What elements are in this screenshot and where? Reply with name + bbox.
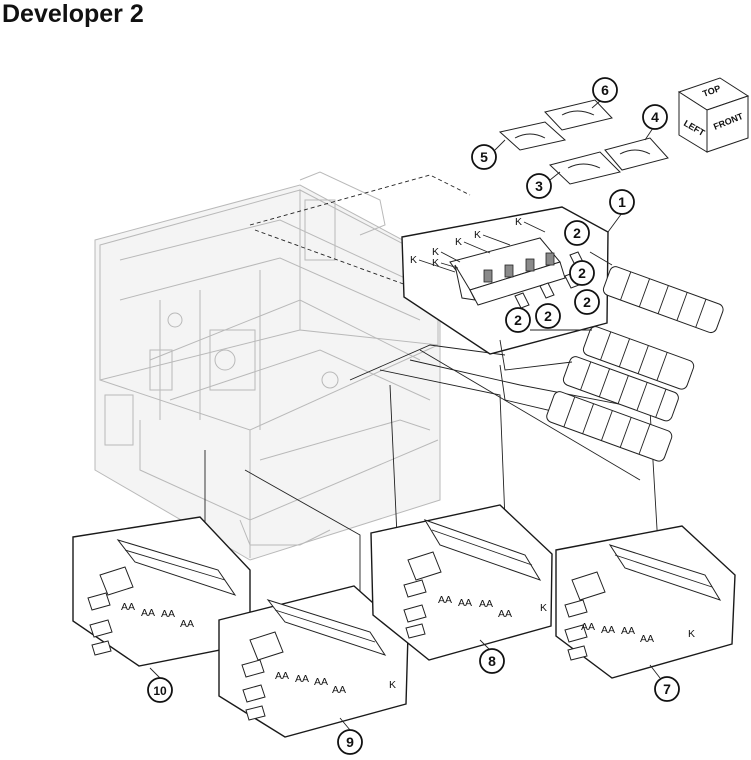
label-k-6: K — [410, 254, 417, 266]
callout-7: 7 — [663, 681, 671, 697]
callouts: 1 2 2 2 2 2 3 4 5 6 7 8 9 10 — [147, 77, 680, 755]
panel9-k: K — [389, 679, 396, 691]
callout-circle-2a — [564, 220, 590, 246]
callout-2e: 2 — [514, 312, 522, 328]
panel8-k: K — [540, 602, 547, 614]
callout-circle-3 — [526, 173, 552, 199]
callout-6: 6 — [601, 82, 609, 98]
transfer-panel-8: AA AA AA AA K — [370, 504, 553, 661]
panel10-aa-1: AA — [121, 601, 135, 613]
printer-frame-ghost — [94, 171, 441, 561]
callout-4: 4 — [651, 109, 659, 125]
panel7-aa-4: AA — [640, 633, 654, 645]
panel7-aa-2: AA — [601, 624, 615, 636]
panel10-aa-2: AA — [141, 607, 155, 619]
callout-2b: 2 — [578, 265, 586, 281]
panel8-aa-3: AA — [479, 598, 493, 610]
developer-seal-bags — [498, 99, 669, 185]
callout-circle-9 — [337, 729, 363, 755]
callout-9: 9 — [346, 734, 354, 750]
label-k-1: K — [515, 216, 522, 228]
toner-cartridges — [499, 251, 724, 462]
callout-circle-8 — [479, 648, 505, 674]
panel8-aa-4: AA — [498, 608, 512, 620]
callout-2d: 2 — [544, 308, 552, 324]
developer-units — [449, 237, 585, 309]
panel10-aa-4: AA — [180, 618, 194, 630]
callout-1: 1 — [618, 194, 626, 210]
panel8-aa-1: AA — [438, 594, 452, 606]
callout-circle-10 — [147, 677, 173, 703]
panel7-aa-1: AA — [581, 621, 595, 633]
callout-circle-1 — [609, 189, 635, 215]
callout-3: 3 — [535, 178, 543, 194]
panel9-aa-2: AA — [295, 673, 309, 685]
callout-circle-2d — [535, 303, 561, 329]
label-k-2: K — [474, 229, 481, 241]
callout-circle-2b — [569, 260, 595, 286]
transfer-panel-10: AA AA AA AA K — [72, 516, 251, 667]
panel7-aa-3: AA — [621, 625, 635, 637]
callout-circle-6 — [592, 77, 618, 103]
transfer-panel-7: AA AA AA AA K — [555, 525, 736, 679]
callout-circle-5 — [471, 144, 497, 170]
label-k-4: K — [432, 246, 439, 258]
callout-circle-2c — [574, 289, 600, 315]
callout-10: 10 — [153, 684, 167, 698]
transfer-panel-9: AA AA AA AA K — [218, 585, 409, 738]
panel7-k: K — [688, 628, 695, 640]
panel9-aa-3: AA — [314, 676, 328, 688]
callout-8: 8 — [488, 653, 496, 669]
panel8-aa-2: AA — [458, 597, 472, 609]
callout-circle-7 — [654, 676, 680, 702]
panel10-aa-3: AA — [161, 608, 175, 620]
callout-circle-4 — [642, 104, 668, 130]
callout-2a: 2 — [573, 225, 581, 241]
callout-5: 5 — [480, 149, 488, 165]
callout-circle-2e — [505, 307, 531, 333]
callout-2c: 2 — [583, 294, 591, 310]
label-k-5: K — [432, 257, 439, 269]
panel9-aa-1: AA — [275, 670, 289, 682]
panel9-aa-4: AA — [332, 684, 346, 696]
orientation-cube: TOP LEFT FRONT — [677, 77, 750, 153]
label-k-3: K — [455, 236, 462, 248]
page-title: Developer 2 — [2, 0, 144, 28]
